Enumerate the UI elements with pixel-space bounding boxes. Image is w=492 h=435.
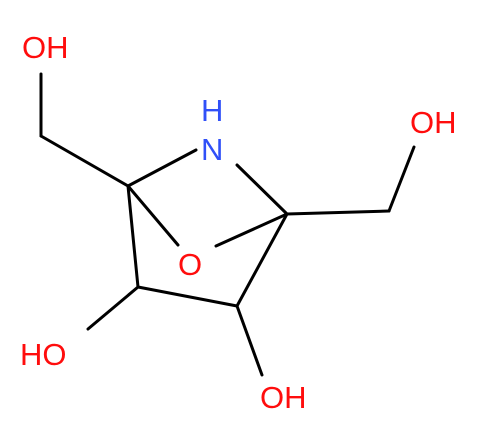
atom-label-ho-bottom-left: HO <box>20 337 67 372</box>
atom-label-bridge-oxygen: O <box>178 247 202 282</box>
atom-labels: OH N H O OH HO OH <box>20 30 457 415</box>
bond-c1-c2 <box>39 134 130 188</box>
atom-label-oh-bottom: OH <box>260 380 307 415</box>
bond-c2-c3 <box>126 184 140 289</box>
atom-label-oh-right: OH <box>410 105 457 140</box>
atom-label-nitrogen-hydrogen: H <box>201 93 223 128</box>
bond-c2-n <box>126 148 198 188</box>
bond-c3-ho <box>86 285 140 331</box>
bond-c4-oh <box>235 304 264 377</box>
atom-label-nitrogen: N <box>201 132 223 167</box>
bond-n-c5 <box>235 163 289 216</box>
bond-c4-c5 <box>235 212 289 308</box>
atom-label-oh-top-left: OH <box>22 30 69 65</box>
bond-o-bridge-c5 <box>214 212 289 248</box>
bonds <box>39 72 416 377</box>
bond-c5-c6 <box>285 209 391 216</box>
bond-c3-c4 <box>136 285 239 308</box>
bond-c2-o-bridge <box>126 184 180 247</box>
bond-c6-o <box>387 145 416 213</box>
